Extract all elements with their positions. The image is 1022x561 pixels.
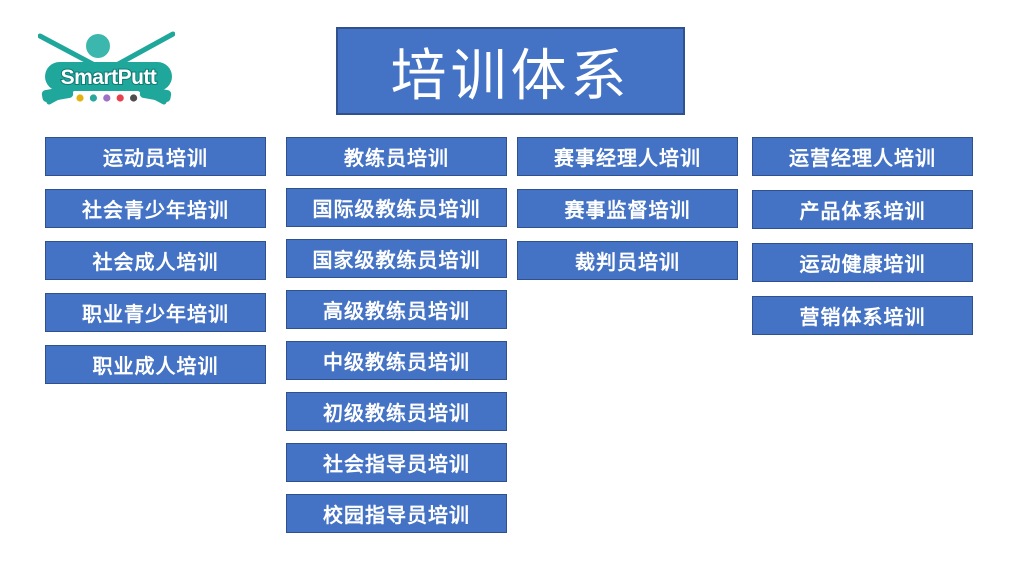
training-box: 国家级教练员培训 — [286, 239, 507, 278]
logo-dot — [89, 94, 97, 102]
golf-ball-icon — [86, 34, 110, 58]
training-box: 职业成人培训 — [45, 345, 266, 384]
training-box: 营销体系培训 — [752, 296, 973, 335]
column-operations-training: 运营经理人培训 产品体系培训 运动健康培训 营销体系培训 — [752, 137, 973, 335]
training-box: 社会指导员培训 — [286, 443, 507, 482]
training-box: 社会成人培训 — [45, 241, 266, 280]
smartputt-logo: SmartPutt — [38, 31, 175, 105]
training-box: 高级教练员培训 — [286, 290, 507, 329]
training-box: 社会青少年培训 — [45, 189, 266, 228]
training-box: 运动员培训 — [45, 137, 266, 176]
logo-pill — [45, 62, 172, 91]
column-athlete-training: 运动员培训 社会青少年培训 社会成人培训 职业青少年培训 职业成人培训 — [45, 137, 266, 384]
column-event-training: 赛事经理人培训 赛事监督培训 裁判员培训 — [517, 137, 738, 280]
training-box: 教练员培训 — [286, 137, 507, 176]
training-box: 初级教练员培训 — [286, 392, 507, 431]
page-title: 培训体系 — [336, 27, 685, 115]
training-box: 中级教练员培训 — [286, 341, 507, 380]
logo-dot — [76, 94, 84, 102]
training-box: 产品体系培训 — [752, 190, 973, 229]
logo-brand-text: SmartPutt — [61, 66, 157, 89]
training-box: 职业青少年培训 — [45, 293, 266, 332]
logo-dot — [130, 94, 138, 102]
column-coach-training: 教练员培训 国际级教练员培训 国家级教练员培训 高级教练员培训 中级教练员培训 … — [286, 137, 507, 533]
training-box: 运动健康培训 — [752, 243, 973, 282]
page-title-text: 培训体系 — [390, 43, 631, 107]
logo-dot — [116, 94, 124, 102]
training-box: 运营经理人培训 — [752, 137, 973, 176]
training-box: 校园指导员培训 — [286, 494, 507, 533]
training-box: 赛事监督培训 — [517, 189, 738, 228]
training-box: 赛事经理人培训 — [517, 137, 738, 176]
logo-color-dots — [76, 94, 138, 102]
logo-dot — [103, 94, 111, 102]
training-box: 国际级教练员培训 — [286, 188, 507, 227]
training-box: 裁判员培训 — [517, 241, 738, 280]
